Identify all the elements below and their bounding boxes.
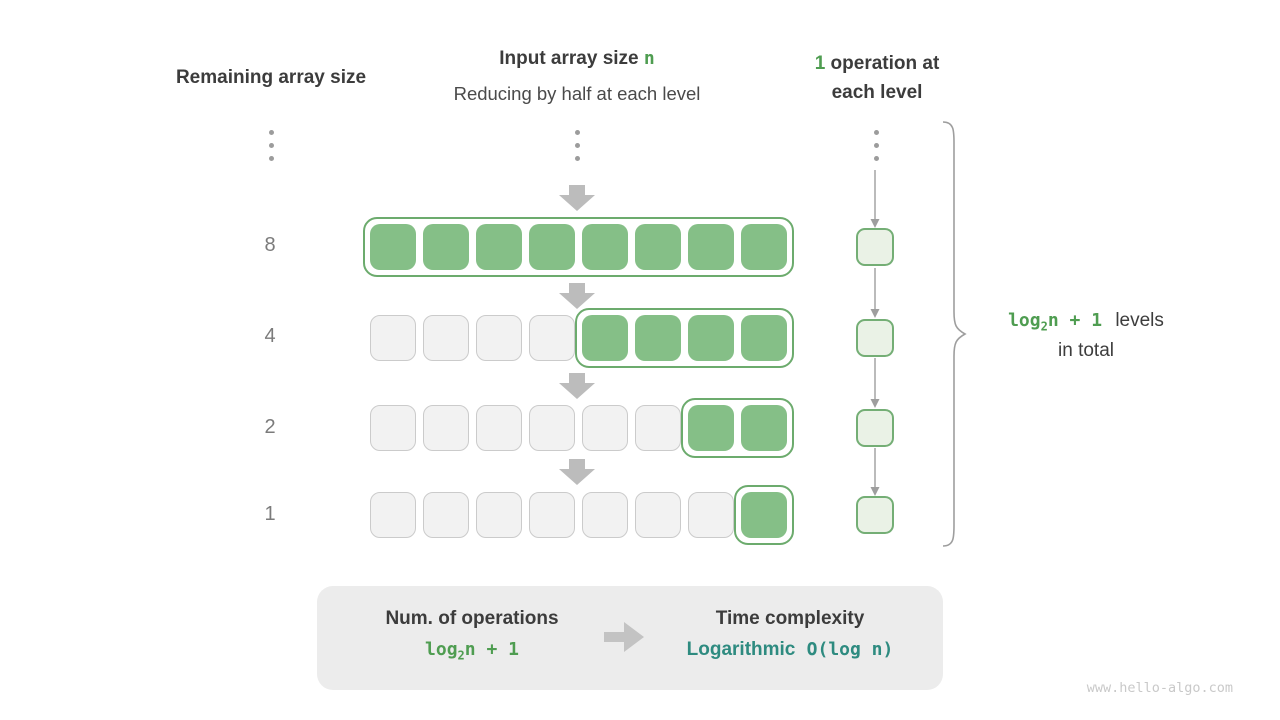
tc-big-o: O(log n): [806, 639, 894, 660]
connector-arrow-icon: [870, 268, 880, 318]
array-cell-active: [741, 224, 787, 270]
array-cell-empty: [529, 492, 575, 538]
array-cell-active: [635, 224, 681, 270]
down-arrow-icon: [559, 459, 595, 485]
array-cell-active: [741, 315, 787, 361]
time-complexity-value: Logarithmic O(log n): [650, 639, 930, 661]
array-cell-empty: [476, 492, 522, 538]
active-subarray-outline: [681, 398, 794, 458]
formula-log: log: [1008, 310, 1041, 331]
operation-square: [856, 228, 894, 266]
curly-brace: [942, 121, 967, 547]
connector-arrow-icon: [870, 448, 880, 496]
array-cell-active: [741, 492, 787, 538]
header-input-array-size: Input array size n: [427, 45, 727, 72]
row-size-label: 1: [264, 503, 276, 525]
operation-square: [856, 409, 894, 447]
summary-operations: Num. of operations log2n + 1: [332, 608, 612, 663]
array-cell-empty: [582, 405, 628, 451]
summary-complexity: Time complexity Logarithmic O(log n): [650, 608, 930, 661]
connector-arrow-icon: [870, 170, 880, 228]
watermark: www.hello-algo.com: [1086, 680, 1233, 696]
connector-arrow-icon: [870, 358, 880, 408]
array-cell-active: [635, 315, 681, 361]
header-input-n: n: [643, 48, 655, 69]
formula-sub: 2: [1040, 319, 1048, 334]
row-size-label: 4: [264, 325, 276, 347]
array-cell-empty: [529, 315, 575, 361]
array-cell-active: [582, 224, 628, 270]
array-row: [370, 308, 794, 368]
header-op-line2: each level: [831, 82, 923, 103]
array-cell-empty: [635, 492, 681, 538]
ops-log: log: [425, 639, 458, 660]
active-subarray-outline: [363, 217, 794, 277]
summary-box: Num. of operations log2n + 1 Time comple…: [317, 586, 943, 690]
array-cell-active: [688, 405, 734, 451]
ops-sub: 2: [457, 648, 465, 663]
ops-rest: n + 1: [464, 639, 519, 660]
array-cell-empty: [688, 492, 734, 538]
time-complexity-title: Time complexity: [715, 608, 865, 629]
header-op-num: 1: [814, 53, 826, 74]
array-cell-empty: [370, 492, 416, 538]
array-cell-empty: [423, 315, 469, 361]
array-row: [370, 485, 794, 545]
header-remaining-array-size: Remaining array size: [175, 67, 367, 88]
ellipsis-right: [873, 130, 879, 169]
array-cell-empty: [423, 492, 469, 538]
in-total-text: in total: [1058, 340, 1114, 361]
array-cell-empty: [476, 315, 522, 361]
array-cell-active: [370, 224, 416, 270]
num-operations-title: Num. of operations: [385, 608, 559, 629]
array-cell-active: [423, 224, 469, 270]
array-cell-empty: [476, 405, 522, 451]
ellipsis-middle: [574, 130, 580, 169]
array-cell-empty: [635, 405, 681, 451]
array-cell-active: [688, 224, 734, 270]
array-cell-empty: [370, 315, 416, 361]
operation-square: [856, 496, 894, 534]
num-operations-formula: log2n + 1: [332, 639, 612, 663]
row-size-label: 2: [264, 416, 276, 438]
header-one-operation: 1 operation at each level: [767, 49, 987, 107]
header-input-prefix: Input array size: [499, 48, 644, 69]
array-cell-active: [476, 224, 522, 270]
active-subarray-outline: [734, 485, 794, 545]
down-arrow-icon: [559, 373, 595, 399]
header-op-line1: operation at: [825, 53, 940, 74]
header-reducing-subtitle: Reducing by half at each level: [453, 83, 701, 104]
array-cell-empty: [370, 405, 416, 451]
array-cell-active: [688, 315, 734, 361]
levels-text: levels: [1115, 310, 1164, 331]
array-cell-empty: [529, 405, 575, 451]
operation-square: [856, 319, 894, 357]
array-row: [363, 217, 794, 277]
ellipsis-left: [268, 130, 274, 169]
array-cell-empty: [582, 492, 628, 538]
array-cell-active: [582, 315, 628, 361]
array-cell-active: [741, 405, 787, 451]
active-subarray-outline: [575, 308, 794, 368]
formula-rest: n + 1: [1047, 310, 1103, 331]
row-size-label: 8: [264, 234, 276, 256]
levels-in-total-label: log2n + 1 levels in total: [980, 306, 1192, 366]
array-row: [370, 398, 794, 458]
right-arrow-icon: [604, 622, 644, 652]
tc-name: Logarithmic: [686, 639, 796, 660]
array-cell-empty: [423, 405, 469, 451]
down-arrow-icon: [559, 185, 595, 211]
down-arrow-icon: [559, 283, 595, 309]
array-cell-active: [529, 224, 575, 270]
